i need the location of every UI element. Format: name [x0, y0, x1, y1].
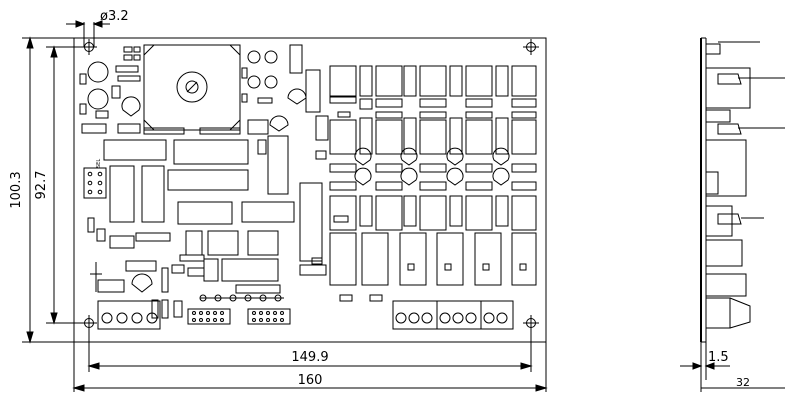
center-components: [87, 135, 327, 319]
terminal-block-left: [97, 300, 161, 330]
jumper-block: [83, 167, 107, 199]
relay-row-middle: [329, 195, 537, 231]
hole-diameter-dimension: [66, 22, 110, 47]
side-depth-label: 32: [736, 376, 750, 389]
jumper-silkscreen-label: SEL: [96, 159, 102, 168]
hole-span-vertical-dimension: [46, 46, 84, 324]
hole-span-horizontal-label: 149.9: [291, 350, 328, 365]
relay-array: [329, 65, 537, 155]
hole-span-horizontal-dimension: [88, 328, 532, 372]
hole-diameter-label: ø3.2: [100, 9, 129, 24]
pin-header-right: [247, 308, 291, 325]
upper-left-components: [79, 46, 141, 134]
board-height-dimension: [22, 37, 74, 343]
terminal-block-right: [392, 300, 514, 330]
indicator-row: [329, 147, 537, 191]
board-width-dimension: [73, 342, 547, 392]
hole-span-vertical-label: 92.7: [34, 171, 49, 200]
mounting-hole-top-right: [523, 39, 539, 55]
side-view: [700, 37, 785, 343]
capacitor-cluster: [241, 44, 329, 160]
transformer: [143, 44, 241, 131]
relay-row-bottom: [329, 232, 537, 302]
board-width-label: 160: [298, 373, 323, 388]
board-outline: [73, 37, 547, 343]
board-height-label: 100.3: [9, 171, 24, 208]
pin-header-left: [187, 308, 231, 325]
side-offset-label: 1.5: [708, 350, 729, 365]
